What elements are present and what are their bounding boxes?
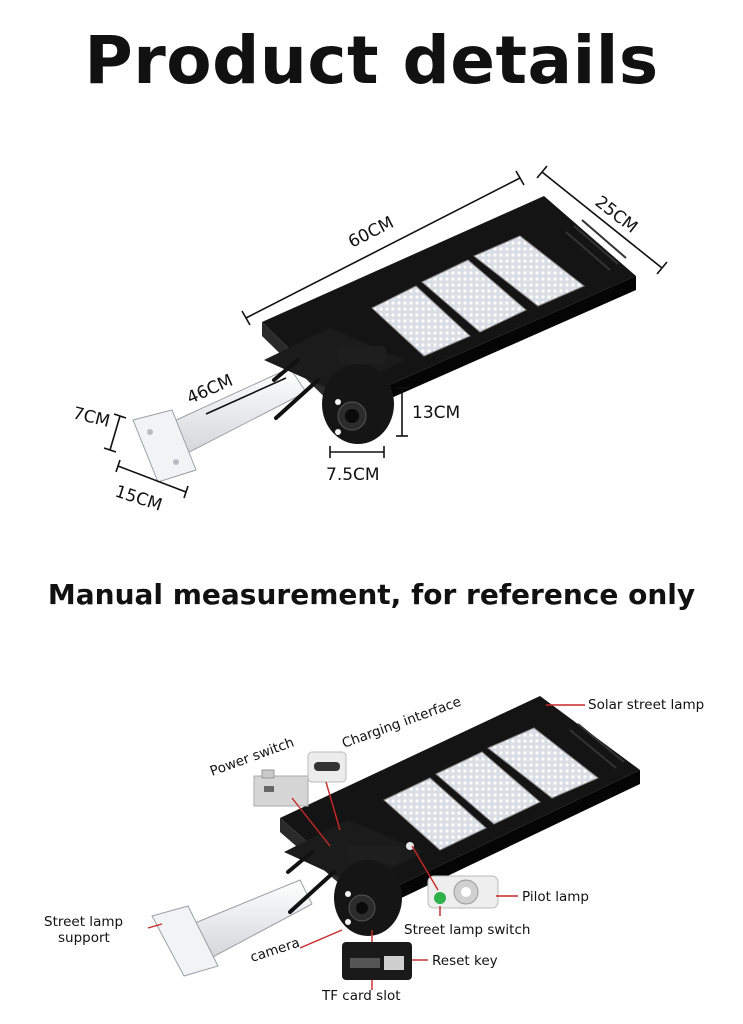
label-street-lamp-switch: Street lamp switch	[404, 922, 530, 938]
label-camera: camera	[248, 935, 301, 966]
charging-interface-inset	[307, 751, 347, 783]
dim-length-label: 60CM	[345, 213, 397, 253]
top-lamp-drawing	[132, 196, 636, 483]
power-switch-inset	[253, 769, 309, 807]
label-solar-street-lamp: Solar street lamp	[588, 697, 704, 713]
page-title: Product details	[84, 22, 659, 99]
dim-camera-height-label: 13CM	[412, 403, 460, 423]
label-tf-card-slot: TF card slot	[321, 988, 401, 1004]
pilot-lamp-inset	[427, 875, 499, 909]
label-reset-key: Reset key	[432, 953, 498, 969]
top-led-panels	[371, 235, 585, 357]
label-street-lamp-support-1: Street lamp	[44, 914, 123, 930]
dim-bracket-height-label: 7CM	[71, 403, 112, 431]
dimension-lines	[103, 165, 668, 499]
bottom-led-panels	[383, 727, 599, 851]
dim-bracket-width-label: 15CM	[112, 482, 164, 516]
measurement-note: Manual measurement, for reference only	[47, 578, 696, 611]
dim-camera-width-label: 7.5CM	[326, 465, 380, 485]
label-street-lamp-support-2: support	[58, 930, 110, 946]
callout-lines	[147, 704, 585, 990]
tf-card-slot-inset	[342, 942, 412, 980]
label-pilot-lamp: Pilot lamp	[522, 889, 589, 905]
bottom-lamp-drawing	[151, 696, 640, 977]
label-power-switch: Power switch	[208, 735, 296, 780]
